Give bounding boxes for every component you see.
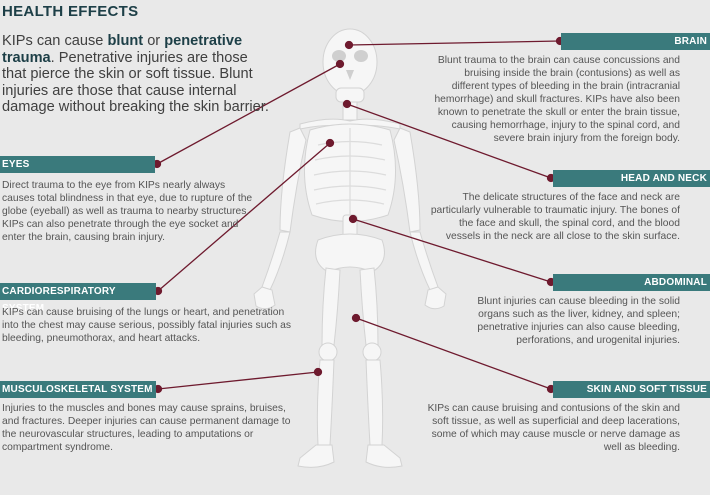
- abdominal-header: ABDOMINAL: [553, 274, 710, 291]
- head-neck-header: HEAD AND NECK: [553, 170, 710, 187]
- intro-paragraph: KIPs can cause blunt or penetrative trau…: [2, 33, 272, 116]
- cardio-description: KIPs can cause bruising of the lungs or …: [2, 307, 292, 344]
- eyes-header: EYES: [0, 156, 155, 173]
- intro-blunt: blunt: [107, 33, 144, 49]
- intro-penetrative: penetrative trauma: [2, 33, 243, 66]
- intro-or: or: [143, 33, 165, 49]
- intro-part1: KIPs can cause: [2, 33, 108, 49]
- skin-header: SKIN AND SOFT TISSUE: [553, 381, 710, 398]
- brain-description: Blunt trauma to the brain can cause conc…: [434, 55, 680, 144]
- intro-part2: . Penetrative injuries are those that pi…: [2, 49, 269, 116]
- cardio-header: CARDIORESPIRATORY SYSTEM: [0, 283, 156, 314]
- musculo-description: Injuries to the muscles and bones may ca…: [2, 403, 291, 453]
- brain-header: BRAIN: [561, 33, 710, 50]
- skin-description: KIPs can cause bruising and contusions o…: [427, 403, 680, 453]
- eyes-description: Direct trauma to the eye from KIPs nearl…: [2, 180, 253, 243]
- head-neck-description: The delicate structures of the face and …: [430, 192, 680, 242]
- abdominal-description: Blunt injuries can cause bleeding in the…: [477, 296, 680, 346]
- page-title: HEALTH EFFECTS: [2, 3, 139, 20]
- musculo-header: MUSCULOSKELETAL SYSTEM: [0, 381, 156, 398]
